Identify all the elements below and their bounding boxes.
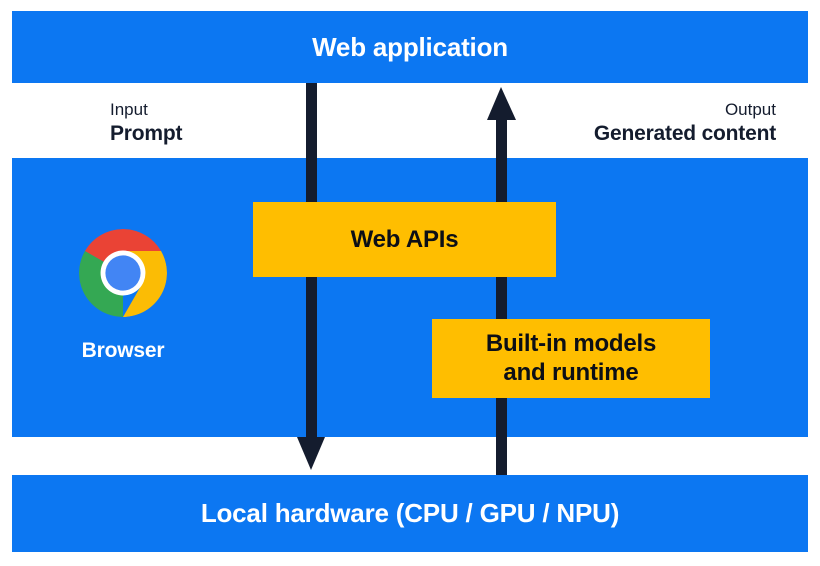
web-apis-label: Web APIs — [350, 225, 459, 253]
web-apis-box[interactable]: Web APIs — [253, 202, 556, 277]
output-kind-label: Output — [724, 100, 776, 119]
built-in-models-box[interactable]: Built-in models and runtime — [432, 319, 710, 398]
built-in-models-label: Built-in models and runtime — [485, 329, 657, 388]
local-hardware-label: Local hardware (CPU / GPU / NPU) — [200, 498, 620, 528]
input-flow-label: Input Prompt — [110, 99, 183, 148]
output-value-label: Generated content — [593, 121, 776, 145]
web-application-bar: Web application — [12, 11, 808, 83]
input-kind-label: Input — [110, 100, 148, 119]
local-hardware-bar: Local hardware (CPU / GPU / NPU) — [12, 475, 808, 552]
built-in-models-line2: and runtime — [503, 358, 639, 386]
web-application-label: Web application — [312, 31, 508, 62]
chrome-logo-icon — [79, 229, 167, 317]
browser-label: Browser — [81, 339, 165, 362]
built-in-models-line1: Built-in models — [485, 329, 657, 357]
input-value-label: Prompt — [110, 121, 183, 145]
output-flow-label: Output Generated content — [594, 99, 776, 148]
